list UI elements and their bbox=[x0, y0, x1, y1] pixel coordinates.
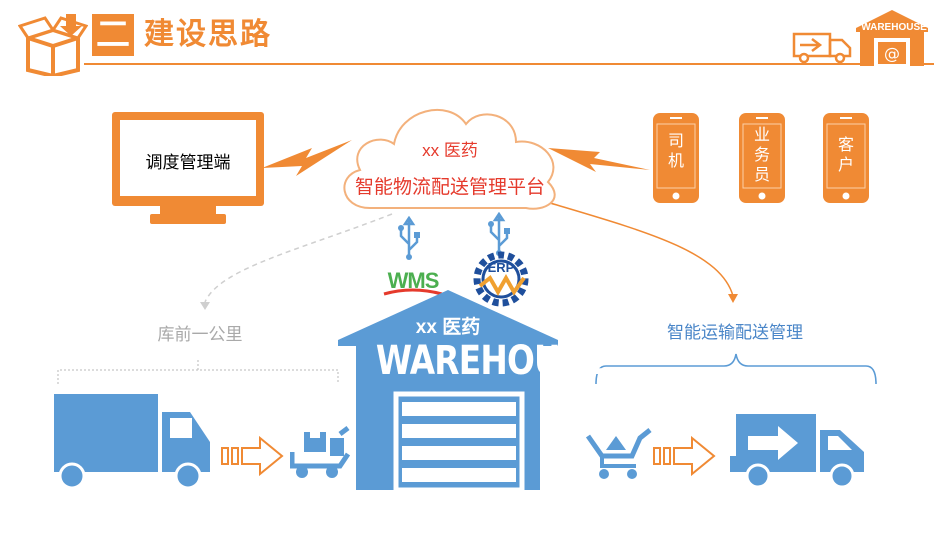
warehouse-logo-text: WAREHOUSE bbox=[861, 22, 927, 33]
first-mile-label: 库前一公里 bbox=[157, 325, 243, 344]
header-divider bbox=[84, 63, 934, 65]
orange-arrow bbox=[539, 199, 734, 297]
section-number: 二 bbox=[96, 16, 130, 54]
delivery-van-icon bbox=[728, 412, 870, 490]
phone-label-salesman: 业 务 员 bbox=[753, 127, 770, 184]
warehouse-company: xx 医药 bbox=[415, 317, 481, 338]
right-bolt bbox=[548, 148, 650, 172]
box-icon bbox=[17, 12, 89, 79]
svg-text:@: @ bbox=[884, 44, 900, 63]
delivery-management-label: 智能运输配送管理 bbox=[667, 323, 803, 342]
trolley-icon bbox=[289, 424, 352, 480]
platform-name: 智能物流配送管理平台 bbox=[354, 177, 545, 198]
left-bracket bbox=[57, 358, 339, 384]
phone-icon bbox=[652, 112, 700, 204]
dispatch-label: 调度管理端 bbox=[145, 153, 231, 172]
wms-text: WMS bbox=[387, 268, 440, 293]
dashed-arrow bbox=[204, 213, 393, 303]
erp-gear-icon bbox=[470, 248, 532, 310]
phone-label-customer: 客 户 bbox=[837, 137, 854, 174]
warehouse-logo-icon: @ bbox=[852, 8, 932, 66]
section-number-box bbox=[92, 14, 134, 56]
left-bolt bbox=[262, 140, 352, 176]
phone-icon bbox=[738, 112, 786, 204]
delivery-truck-logo-icon bbox=[792, 28, 854, 64]
phone-icon bbox=[822, 112, 870, 204]
right-bracket bbox=[595, 353, 877, 385]
usb-icon bbox=[396, 215, 422, 260]
truck-icon bbox=[52, 392, 214, 490]
platform-company: xx 医药 bbox=[422, 141, 478, 160]
warehouse-icon bbox=[338, 290, 558, 493]
cart-icon bbox=[585, 426, 652, 480]
phone-label-driver: 司 机 bbox=[667, 133, 684, 170]
arrow-icon bbox=[652, 435, 716, 477]
monitor-icon bbox=[110, 110, 266, 226]
warehouse-sign: WAREHOUSE bbox=[375, 338, 605, 384]
erp-text: ERP bbox=[487, 260, 515, 275]
cloud-icon bbox=[330, 88, 570, 218]
wms-logo-icon bbox=[382, 262, 444, 298]
page-title: 建设思路 bbox=[144, 18, 272, 51]
arrow-icon bbox=[220, 435, 284, 477]
